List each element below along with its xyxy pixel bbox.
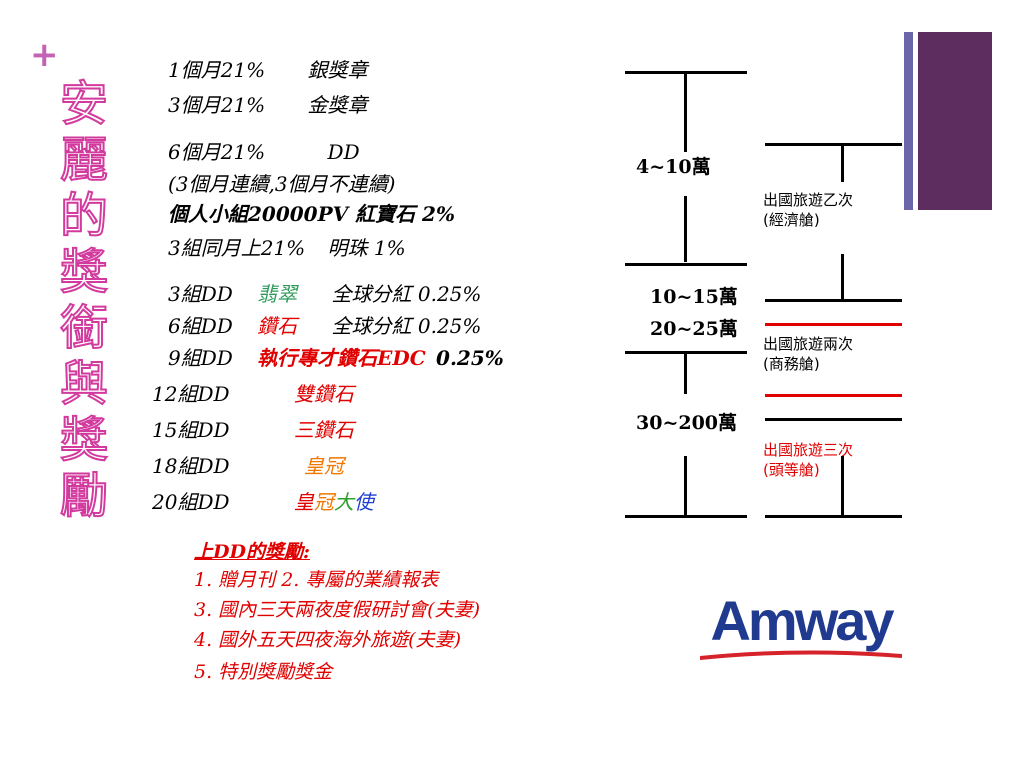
- dd-title-part: 使: [353, 490, 374, 514]
- dd-groups: 18組DD: [152, 454, 230, 478]
- rank-line-4: (3個月連續,3個月不連續): [168, 172, 396, 196]
- rank-line-2: 3個月21% 金獎章: [168, 93, 368, 117]
- dd-groups: 15組DD: [152, 418, 230, 442]
- dd-title: 三鑽石: [293, 418, 354, 442]
- dd-row-20: 20組DD 皇冠大使: [152, 490, 374, 514]
- dd-title-part: 大: [333, 490, 354, 514]
- dd-title: 雙鑽石: [293, 382, 354, 406]
- amway-logo-text: Amway: [710, 592, 894, 652]
- bracket-line-red: [765, 394, 902, 397]
- amway-swoosh: [700, 650, 902, 660]
- rank-award: 銀獎章: [307, 58, 368, 82]
- amount-label: 30~200萬: [636, 412, 738, 434]
- dd-row-18: 18組DD 皇冠: [152, 454, 344, 478]
- dd-row-15: 15組DD 三鑽石: [152, 418, 354, 442]
- bracket-line: [684, 352, 687, 394]
- rank-line-3: 6個月21% DD: [168, 140, 360, 164]
- amway-logo: Amway: [700, 592, 902, 660]
- reward-item: 5. 特別獎勵獎金: [194, 661, 333, 683]
- accent-bar-thin: [904, 32, 913, 210]
- bracket-line: [841, 144, 844, 182]
- plus-icon: +: [30, 35, 59, 75]
- dd-groups: 20組DD: [152, 490, 230, 514]
- bracket-line: [625, 515, 747, 518]
- reward-item: 3. 國內三天兩夜度假研討會(夫妻): [194, 599, 480, 621]
- rank-line-5: 個人小組20000PV 紅寶石 2%: [168, 202, 455, 226]
- bracket-line: [765, 299, 902, 302]
- dd-title-part: 冠: [313, 490, 334, 514]
- dd-title: 鑽石: [257, 314, 298, 338]
- rank-award: 金獎章: [307, 93, 368, 117]
- rank-level: 3組同月上21%: [168, 236, 306, 260]
- trip-label: (經濟艙): [763, 211, 820, 229]
- trip-label: (頭等艙): [763, 461, 820, 479]
- amount-label: 4~10萬: [636, 156, 711, 178]
- dd-bonus: 全球分紅 0.25%: [331, 282, 482, 306]
- rank-award: 明珠 1%: [327, 236, 406, 260]
- bracket-line: [684, 196, 687, 262]
- dd-row-3: 3組DD 翡翠 全球分紅 0.25%: [168, 282, 481, 306]
- dd-row-12: 12組DD 雙鑽石: [152, 382, 354, 406]
- rewards-heading: 上DD的獎勵:: [194, 541, 310, 563]
- bracket-line: [765, 418, 902, 421]
- dd-row-9: 9組DD 執行專才鑽石EDC 0.25%: [168, 346, 504, 370]
- rank-level: 1個月21%: [168, 58, 266, 82]
- amount-label: 20~25萬: [650, 318, 738, 340]
- rank-award: DD: [327, 140, 360, 164]
- trip-label: 出國旅遊乙次: [763, 191, 854, 209]
- rank-level: 3個月21%: [168, 93, 266, 117]
- dd-title: 皇冠大使: [294, 490, 374, 514]
- dd-bonus: 全球分紅 0.25%: [331, 314, 482, 338]
- trip-label: 出國旅遊三次: [763, 441, 854, 459]
- dd-groups: 6組DD: [168, 314, 233, 338]
- bracket-line: [684, 72, 687, 152]
- rank-line-6: 3組同月上21% 明珠 1%: [168, 236, 406, 260]
- bracket-line: [684, 456, 687, 516]
- slide-title: 安麗的獎銜與獎勵: [59, 75, 109, 525]
- dd-title: 翡翠: [257, 282, 298, 306]
- bracket-line-red: [765, 323, 902, 326]
- accent-bar-thick: [918, 32, 992, 210]
- bracket-line: [765, 515, 902, 518]
- dd-groups: 9組DD: [168, 346, 233, 370]
- bracket-line: [765, 143, 902, 146]
- rank-level: 6個月21%: [168, 140, 266, 164]
- dd-title: 皇冠: [303, 454, 344, 478]
- bracket-line: [841, 254, 844, 300]
- trip-label: (商務艙): [763, 355, 820, 373]
- dd-groups: 12組DD: [152, 382, 230, 406]
- reward-item: 1. 贈月刊 2. 專屬的業績報表: [194, 569, 439, 591]
- bracket-line: [841, 456, 844, 516]
- bracket-line: [625, 263, 747, 266]
- dd-title: 執行專才鑽石EDC: [257, 346, 426, 370]
- reward-item: 4. 國外五天四夜海外旅遊(夫妻): [194, 629, 461, 651]
- amount-label: 10~15萬: [650, 286, 738, 308]
- dd-title-part: 皇: [293, 490, 314, 514]
- dd-bonus: 0.25%: [436, 346, 504, 370]
- dd-groups: 3組DD: [168, 282, 233, 306]
- dd-row-6: 6組DD 鑽石 全球分紅 0.25%: [168, 314, 481, 338]
- rank-line-1: 1個月21% 銀獎章: [168, 58, 368, 82]
- trip-label: 出國旅遊兩次: [763, 335, 854, 353]
